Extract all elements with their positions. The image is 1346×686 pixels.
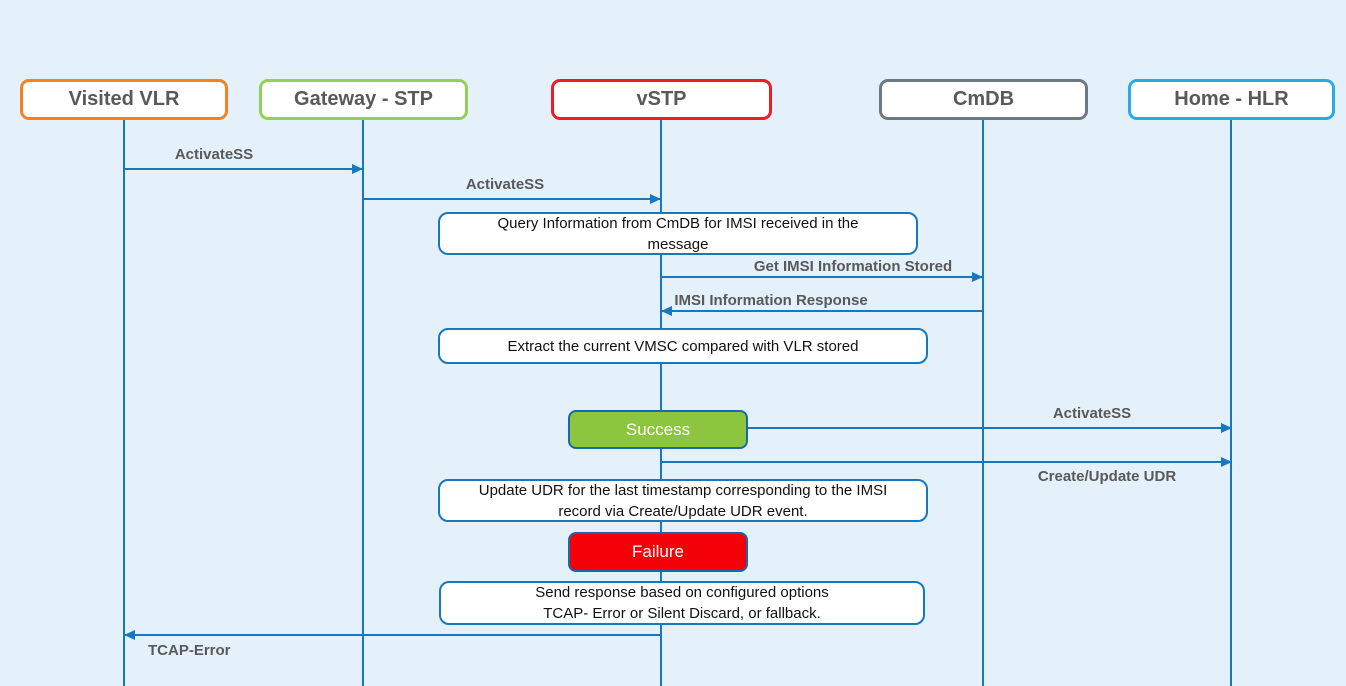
lifeline-vstp (660, 118, 662, 686)
message-label-activatess-1: ActivateSS (174, 146, 254, 163)
actor-cmdb: CmDB (879, 79, 1088, 120)
message-line-create-update-udr (661, 461, 1232, 463)
arrowhead-right-icon (352, 164, 363, 174)
note-text: Query Information from CmDB for IMSI rec… (497, 214, 859, 253)
message-label-activatess-2: ActivateSS (465, 176, 545, 193)
message-label-imsi-response: IMSI Information Response (674, 292, 868, 309)
note-text: Send response based on configured option… (535, 584, 829, 622)
actor-label: Home - HLR (1174, 88, 1289, 110)
actor-label: CmDB (952, 88, 1015, 110)
arrowhead-right-icon (972, 272, 983, 282)
badge-failure: Failure (568, 532, 748, 572)
note-text: Extract the current VMSC compared with V… (507, 337, 859, 355)
lifeline-cmdb (982, 118, 984, 686)
arrowhead-left-icon (124, 630, 135, 640)
note-text: Update UDR for the last timestamp corres… (478, 481, 888, 520)
actor-gateway-stp: Gateway - STP (259, 79, 468, 120)
message-line-activatess-3 (748, 427, 1232, 429)
lifeline-home-hlr (1230, 118, 1232, 686)
message-line-activatess-2 (363, 198, 661, 200)
arrowhead-right-icon (1221, 457, 1232, 467)
message-label-tcap-error: TCAP-Error (148, 642, 231, 659)
message-line-activatess-1 (124, 168, 363, 170)
message-label-create-update-udr: Create/Update UDR (1037, 468, 1177, 485)
message-label-get-imsi: Get IMSI Information Stored (753, 258, 953, 275)
note-query-cmdb: Query Information from CmDB for IMSI rec… (438, 212, 918, 255)
arrowhead-right-icon (1221, 423, 1232, 433)
note-extract-vmsc: Extract the current VMSC compared with V… (438, 328, 928, 364)
actor-label: Visited VLR (68, 88, 180, 110)
badge-label: Success (625, 419, 691, 439)
badge-success: Success (568, 410, 748, 449)
message-line-get-imsi (661, 276, 983, 278)
badge-label: Failure (632, 542, 684, 561)
actor-label: vSTP (636, 88, 687, 110)
arrowhead-right-icon (650, 194, 661, 204)
message-line-imsi-response (661, 310, 983, 312)
lifeline-gateway-stp (362, 118, 364, 686)
note-send-response: Send response based on configured option… (439, 581, 925, 625)
note-update-udr: Update UDR for the last timestamp corres… (438, 479, 928, 522)
actor-vstp: vSTP (551, 79, 772, 120)
lifeline-visited-vlr (123, 118, 125, 686)
actor-visited-vlr: Visited VLR (20, 79, 228, 120)
actor-label: Gateway - STP (294, 88, 433, 110)
message-label-activatess-3: ActivateSS (1052, 405, 1132, 422)
arrowhead-left-icon (661, 306, 672, 316)
actor-home-hlr: Home - HLR (1128, 79, 1335, 120)
message-line-tcap-error (124, 634, 662, 636)
